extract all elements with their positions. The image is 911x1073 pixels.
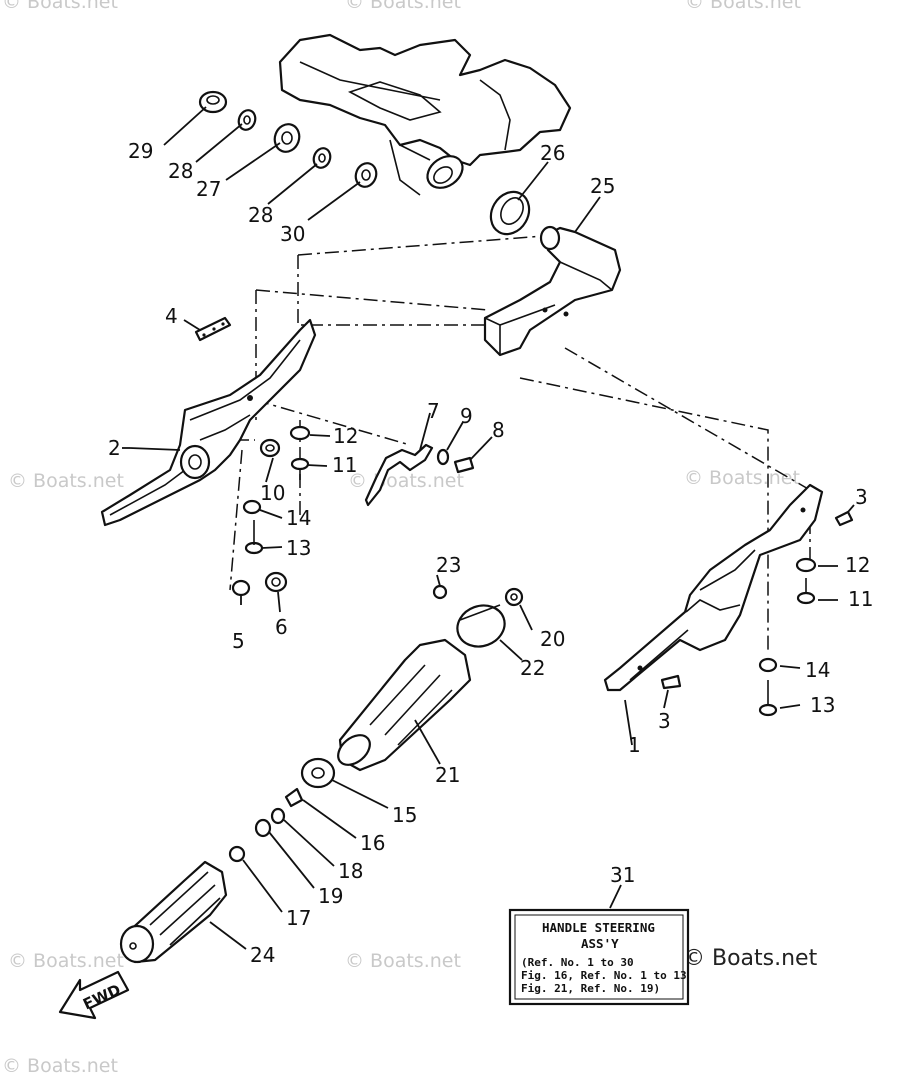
watermark: © Boats.net <box>685 0 801 13</box>
spring-16 <box>284 787 304 808</box>
callout-31: 31 <box>610 863 635 887</box>
callout-1: 1 <box>628 733 641 757</box>
label-plate-31: HANDLE STEERING ASS'Y (Ref. No. 1 to 30 … <box>508 908 690 1006</box>
washer-28b <box>312 147 332 169</box>
nut-12 <box>289 425 311 441</box>
small-hardware-mid <box>259 438 475 507</box>
callout-29: 29 <box>128 139 153 163</box>
callout-16: 16 <box>360 831 385 855</box>
callout-11: 11 <box>332 453 357 477</box>
lock-washer-27 <box>273 123 301 153</box>
cap-15 <box>300 757 336 789</box>
nut-20 <box>504 587 524 607</box>
right-hardware <box>660 510 854 717</box>
callout-3: 3 <box>658 709 671 733</box>
watermark: © Boats.net <box>345 950 461 972</box>
bushing-26 <box>489 190 531 236</box>
left-lower-hardware <box>231 425 311 597</box>
washer-19 <box>254 818 272 838</box>
steering-bracket-25 <box>483 225 622 357</box>
label-ref-line2: Fig. 16, Ref. No. 1 to 13 <box>521 969 687 982</box>
callout-4: 4 <box>165 304 178 328</box>
label-title-line1: HANDLE STEERING <box>542 920 655 935</box>
screw-8 <box>453 456 475 474</box>
collar-22 <box>456 604 506 648</box>
callout-27: 27 <box>196 177 221 201</box>
watermark: © Boats.net <box>684 467 800 489</box>
plate-4 <box>194 316 232 342</box>
handle-bracket-1 <box>603 483 824 692</box>
label-ref-line3: Fig. 21, Ref. No. 19) <box>521 982 660 995</box>
bolt-11 <box>290 457 310 471</box>
callout-24: 24 <box>250 943 275 967</box>
callout-18: 18 <box>338 859 363 883</box>
throttle-parts <box>119 757 336 964</box>
washer-14 <box>242 499 262 515</box>
watermark: © Boats.net <box>8 470 124 492</box>
callout-numbers: 1 2 3 3 4 5 6 7 8 9 10 11 11 12 12 13 13… <box>108 139 873 967</box>
callout-30: 30 <box>280 222 305 246</box>
washer-18 <box>270 807 286 825</box>
upper-small-parts <box>198 90 531 236</box>
callout-14: 14 <box>805 658 830 682</box>
grip-assembly <box>337 584 524 772</box>
fwd-arrow: FWD <box>58 970 130 1020</box>
callout-3: 3 <box>855 485 868 509</box>
callout-5: 5 <box>232 629 245 653</box>
grommet-29 <box>198 90 228 114</box>
callout-26: 26 <box>540 141 565 165</box>
callout-8: 8 <box>492 418 505 442</box>
callout-14: 14 <box>286 506 311 530</box>
handle-tube-2 <box>100 318 317 527</box>
callout-12: 12 <box>333 424 358 448</box>
nut-6 <box>264 571 288 593</box>
callout-12: 12 <box>845 553 870 577</box>
upper-bracket <box>278 33 572 196</box>
watermark: © Boats.net <box>8 950 124 972</box>
callout-23: 23 <box>436 553 461 577</box>
callout-11: 11 <box>848 587 873 611</box>
bolt-17 <box>228 845 246 863</box>
callout-9: 9 <box>460 404 473 428</box>
label-ref-line1: (Ref. No. 1 to 30 <box>521 956 634 969</box>
label-title-line2: ASS'Y <box>581 936 619 951</box>
nut-5 <box>231 579 251 597</box>
watermark: © Boats.net <box>345 0 461 13</box>
callout-7: 7 <box>427 399 440 423</box>
callout-28: 28 <box>248 203 273 227</box>
washer-28a <box>237 109 257 131</box>
callout-13: 13 <box>810 693 835 717</box>
callout-28: 28 <box>168 159 193 183</box>
callout-6: 6 <box>275 615 288 639</box>
watermark: © Boats.net <box>2 1055 118 1073</box>
callout-20: 20 <box>540 627 565 651</box>
watermark: © Boats.net <box>2 0 118 13</box>
callout-25: 25 <box>590 174 615 198</box>
callout-10: 10 <box>260 481 285 505</box>
callout-22: 22 <box>520 656 545 680</box>
screw-23 <box>432 584 448 600</box>
callout-21: 21 <box>435 763 460 787</box>
callout-15: 15 <box>392 803 417 827</box>
watermarks: © Boats.net © Boats.net © Boats.net © Bo… <box>2 0 818 1073</box>
callout-13: 13 <box>286 536 311 560</box>
callout-17: 17 <box>286 906 311 930</box>
callout-2: 2 <box>108 436 121 460</box>
washer-30 <box>354 162 378 188</box>
watermark: © Boats.net <box>348 470 464 492</box>
leader-lines <box>122 106 855 950</box>
watermark: © Boats.net <box>683 946 818 971</box>
callout-19: 19 <box>318 884 343 908</box>
